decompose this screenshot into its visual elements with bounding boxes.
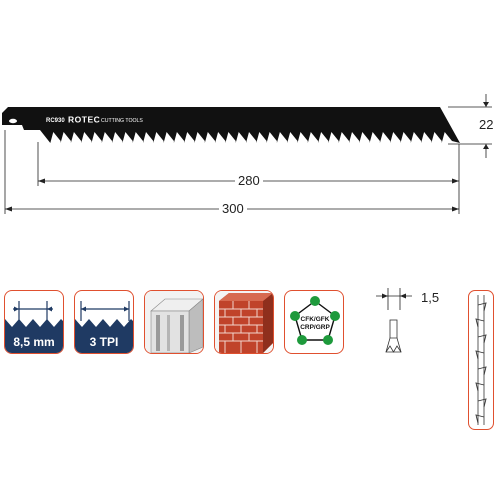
tpi-card: 3 TPI	[74, 290, 134, 354]
fiber-composite-card: CFK/GFK CRP/GRP	[284, 290, 344, 354]
blade-brand: ROTEC	[68, 115, 100, 125]
tooth-pitch-card: 8,5 mm	[4, 290, 64, 354]
material-bottom: CRP/GRP	[300, 324, 330, 331]
tooth-profile-icon	[475, 295, 487, 425]
aerated-concrete-card	[144, 290, 204, 354]
height-arrow-bottom	[483, 144, 489, 149]
blade-model: RC930	[46, 118, 65, 124]
height-value: 22	[476, 118, 497, 132]
blade-drawing: RC930 ROTEC CUTTING TOOLS	[2, 94, 492, 214]
saw-blade	[2, 107, 460, 143]
tooth-pitch-value: 8,5 mm	[13, 335, 55, 349]
thickness-value: 1,5	[421, 290, 440, 305]
brick-wall-icon	[215, 291, 273, 353]
tpi-value: 3 TPI	[89, 335, 119, 349]
blade-tagline: CUTTING TOOLS	[101, 118, 143, 124]
tpi-icon	[75, 301, 133, 353]
height-arrow-top	[483, 102, 489, 107]
material-top: CFK/GFK	[301, 316, 330, 323]
fiber-composite-icon: CFK/GFK CRP/GRP	[290, 296, 340, 345]
aerated-concrete-icon	[145, 291, 203, 353]
thickness-icon	[376, 288, 412, 353]
total-length-value: 300	[219, 202, 247, 216]
shank-hole	[9, 118, 17, 124]
brick-wall-card	[214, 290, 274, 354]
tooth-profile-card	[468, 290, 494, 430]
working-length-value: 280	[235, 174, 263, 188]
tooth-pitch-icon	[5, 301, 63, 353]
